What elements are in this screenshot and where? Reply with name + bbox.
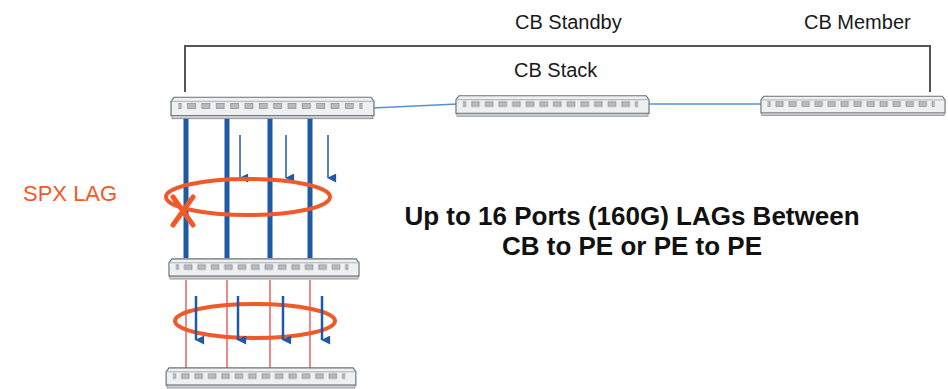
lag-label: SPX LAG	[23, 181, 117, 206]
member-label: CB Member	[804, 11, 911, 34]
stack-label: CB Stack	[514, 59, 597, 82]
lag-note: Up to 16 Ports (160G) LAGs Between CB to…	[392, 202, 872, 262]
standby-label: CB Standby	[515, 11, 622, 34]
